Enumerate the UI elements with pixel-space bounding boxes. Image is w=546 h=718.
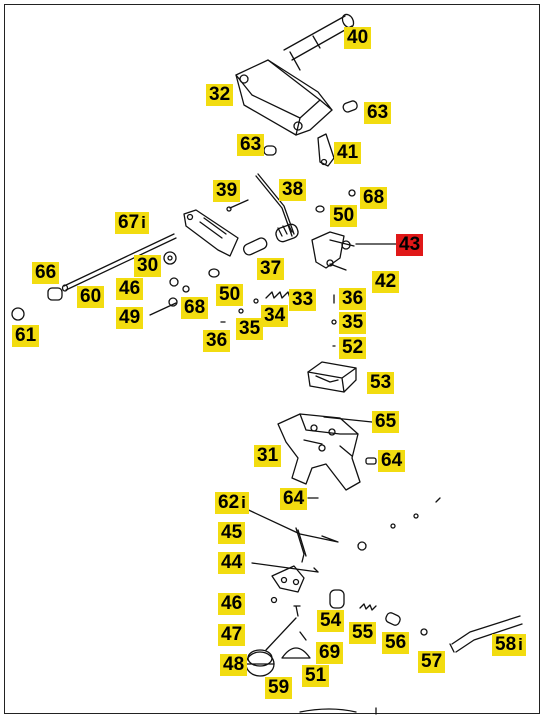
part-label-39[interactable]: 39 — [213, 180, 241, 202]
part-51-dome — [281, 647, 311, 659]
info-icon: i — [518, 635, 523, 654]
part-44-bracket — [271, 565, 319, 593]
diagram-frame — [4, 4, 540, 714]
part-label-43-highlighted[interactable]: 43 — [396, 234, 424, 256]
part-label-44[interactable]: 44 — [218, 552, 246, 574]
part-label-60[interactable]: 60 — [77, 286, 105, 308]
part-label-46[interactable]: 46 — [116, 278, 144, 300]
part-number: 67 — [118, 212, 140, 233]
part-label-50[interactable]: 50 — [330, 205, 358, 227]
part-label-37[interactable]: 37 — [257, 258, 285, 280]
part-label-48[interactable]: 48 — [220, 654, 248, 676]
part-label-53[interactable]: 53 — [367, 372, 395, 394]
part-label-35[interactable]: 35 — [339, 312, 367, 334]
part-label-32[interactable]: 32 — [206, 84, 234, 106]
part-label-55[interactable]: 55 — [349, 622, 377, 644]
part-67-plate — [183, 209, 239, 257]
info-icon: i — [141, 213, 146, 232]
part-label-63[interactable]: 63 — [364, 102, 392, 124]
part-label-57[interactable]: 57 — [418, 651, 446, 673]
part-31-casting — [277, 413, 377, 491]
part-32-bracket — [235, 51, 333, 136]
part-label-68[interactable]: 68 — [181, 297, 209, 319]
part-label-40[interactable]: 40 — [344, 27, 372, 49]
part-label-36[interactable]: 36 — [339, 288, 367, 310]
part-label-34[interactable]: 34 — [261, 305, 289, 327]
part-label-54[interactable]: 54 — [317, 610, 345, 632]
part-label-65[interactable]: 65 — [372, 411, 400, 433]
part-53-housing — [307, 361, 357, 393]
part-label-47[interactable]: 47 — [218, 624, 246, 646]
part-label-45[interactable]: 45 — [218, 522, 246, 544]
part-60-rod — [63, 233, 177, 291]
part-label-63[interactable]: 63 — [237, 134, 265, 156]
part-43-lever — [311, 231, 355, 269]
part-number: 62 — [218, 492, 240, 513]
part-label-35[interactable]: 35 — [236, 318, 264, 340]
part-label-64[interactable]: 64 — [378, 450, 406, 472]
part-label-46[interactable]: 46 — [218, 593, 246, 615]
part-label-68[interactable]: 68 — [360, 187, 388, 209]
part-62-rod — [239, 505, 339, 563]
part-label-66[interactable]: 66 — [32, 262, 60, 284]
part-label-56[interactable]: 56 — [382, 632, 410, 654]
part-label-31[interactable]: 31 — [254, 445, 282, 467]
part-label-51[interactable]: 51 — [302, 665, 330, 687]
part-label-30[interactable]: 30 — [134, 255, 162, 277]
part-label-33[interactable]: 33 — [289, 289, 317, 311]
part-label-38[interactable]: 38 — [279, 179, 307, 201]
part-label-52[interactable]: 52 — [339, 337, 367, 359]
info-icon: i — [241, 493, 246, 512]
part-label-64[interactable]: 64 — [280, 488, 308, 510]
part-48-cap — [245, 649, 275, 677]
part-label-50[interactable]: 50 — [216, 284, 244, 306]
part-label-59[interactable]: 59 — [265, 677, 293, 699]
part-39-pin — [229, 199, 249, 209]
part-label-49[interactable]: 49 — [116, 307, 144, 329]
part-number: 58 — [495, 634, 517, 655]
part-41-link — [317, 133, 335, 167]
part-label-69[interactable]: 69 — [316, 642, 344, 664]
part-label-36[interactable]: 36 — [203, 330, 231, 352]
part-label-61[interactable]: 61 — [12, 325, 40, 347]
part-58-hose — [449, 615, 523, 653]
part-label-42[interactable]: 42 — [372, 271, 400, 293]
part-label-41[interactable]: 41 — [334, 142, 362, 164]
